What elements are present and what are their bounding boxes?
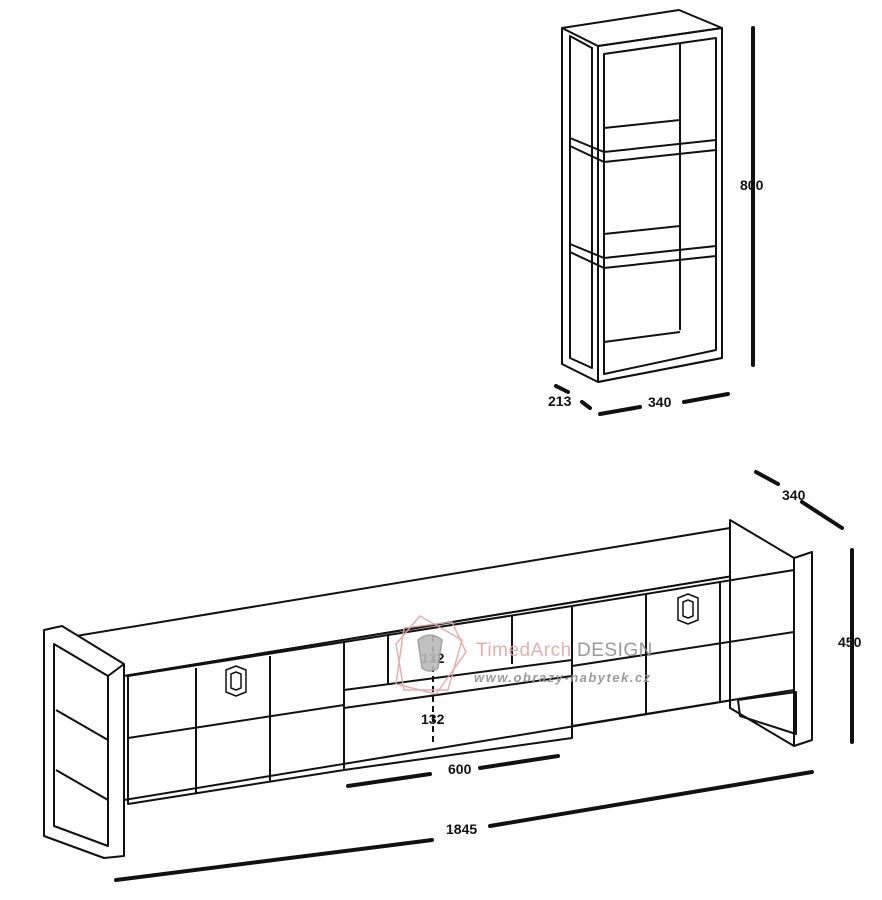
- tv-unit-drawing: [43, 519, 813, 859]
- shelf-height-label: 800: [740, 177, 764, 193]
- shelf-depth-label: 213: [548, 393, 572, 409]
- watermark-logo-icon: [395, 615, 467, 695]
- tv-unit-width-label: 1845: [446, 821, 477, 837]
- tv-unit-opening-width-label: 600: [448, 761, 472, 777]
- shelf-width-label: 340: [648, 394, 672, 410]
- watermark-brand-part1: TimedArch: [476, 640, 572, 661]
- watermark-brand-part2: DESIGN: [577, 640, 653, 661]
- bookshelf-drawing: [561, 9, 723, 383]
- tv-unit-lower-opening-label: 132: [421, 711, 445, 727]
- tv-unit-dimension-lines: [114, 470, 854, 882]
- watermark-url: www.obrazy-nabytek.cz: [474, 670, 652, 685]
- watermark: TimedArch DESIGN www.obrazy-nabytek.cz: [395, 615, 653, 695]
- tv-unit-depth-label: 340: [782, 487, 806, 503]
- tv-unit-height-label: 450: [838, 634, 862, 650]
- bookshelf-dimension-lines: [554, 26, 755, 416]
